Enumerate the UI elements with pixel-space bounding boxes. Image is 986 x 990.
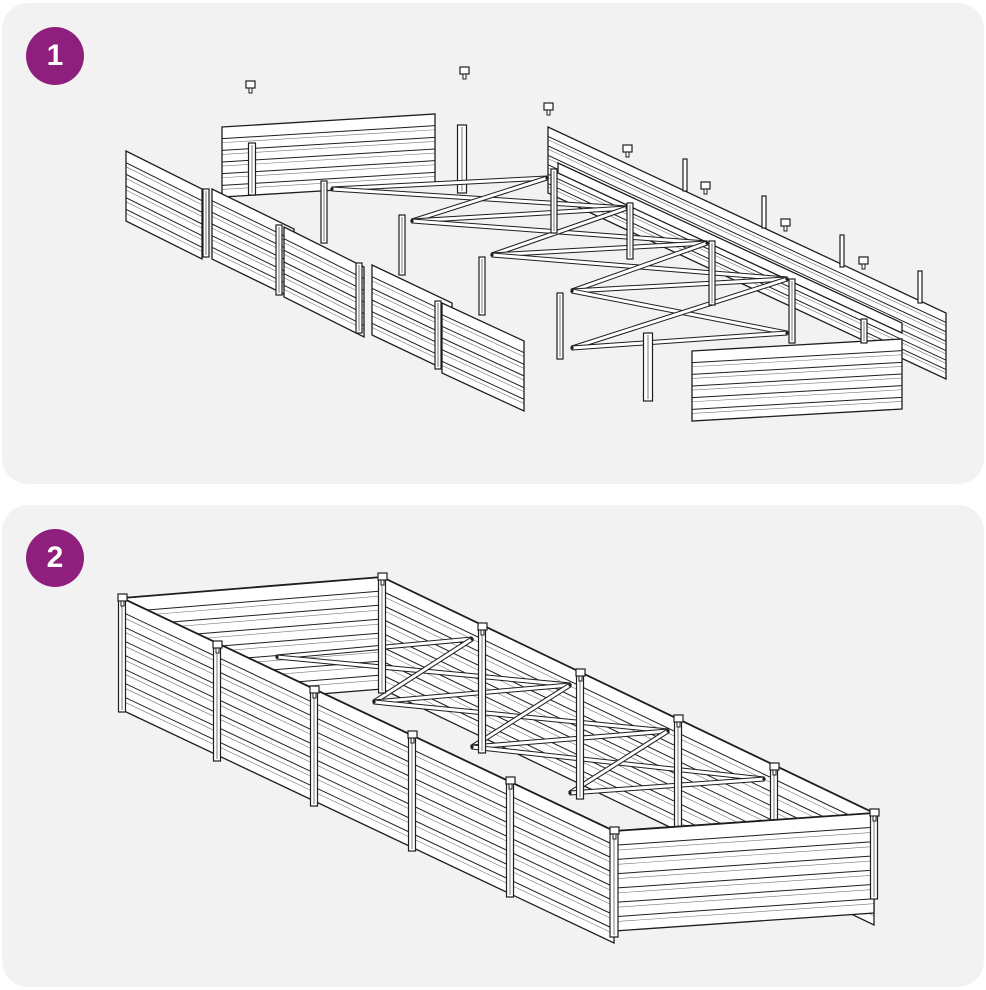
left-panel-1 xyxy=(125,149,203,261)
step-2-panel: 2 xyxy=(2,505,984,987)
assembled-clip-6 xyxy=(575,668,586,682)
right-long-wall xyxy=(547,125,947,381)
left-panel-5 xyxy=(441,301,525,413)
left-panel-3 xyxy=(283,225,365,339)
corner-clip-6 xyxy=(780,218,791,232)
connector-pin-4 xyxy=(917,270,923,304)
exploded-parts-diagram xyxy=(125,66,947,422)
corner-clip-3 xyxy=(543,102,554,116)
step-2-badge: 2 xyxy=(26,529,84,587)
back-short-panel xyxy=(221,113,436,198)
corner-clip-7 xyxy=(858,256,869,270)
assembled-left-wall xyxy=(121,596,615,945)
assembled-clip-3 xyxy=(869,808,880,822)
corner-clip-1 xyxy=(245,80,256,94)
assembled-cross-braces xyxy=(275,636,766,796)
assembled-clip-4 xyxy=(609,826,620,840)
assembled-bed-diagram xyxy=(117,572,880,945)
assembled-clip-8 xyxy=(769,762,780,776)
assembled-clip-12 xyxy=(505,776,516,790)
assembled-clip-7 xyxy=(673,714,684,728)
assembled-clip-10 xyxy=(309,685,320,699)
corner-clip-4 xyxy=(622,144,633,158)
step-1-badge: 1 xyxy=(26,27,84,85)
connector-pin-1 xyxy=(682,158,688,192)
assembled-clip-11 xyxy=(407,730,418,744)
front-short-panel xyxy=(691,338,903,422)
corner-clip-5 xyxy=(700,181,711,195)
assembled-clip-2 xyxy=(377,572,388,586)
corner-clip-2 xyxy=(459,66,470,80)
assembled-front-wall xyxy=(613,812,875,932)
assembled-clip-5 xyxy=(477,622,488,636)
assembled-clip-1 xyxy=(117,593,128,607)
connector-pin-2 xyxy=(761,195,767,229)
connector-pin-3 xyxy=(839,234,845,268)
right-long-panel-rail xyxy=(557,161,903,335)
assembled-clip-9 xyxy=(212,640,223,654)
step-1-panel: 1 xyxy=(2,3,984,484)
